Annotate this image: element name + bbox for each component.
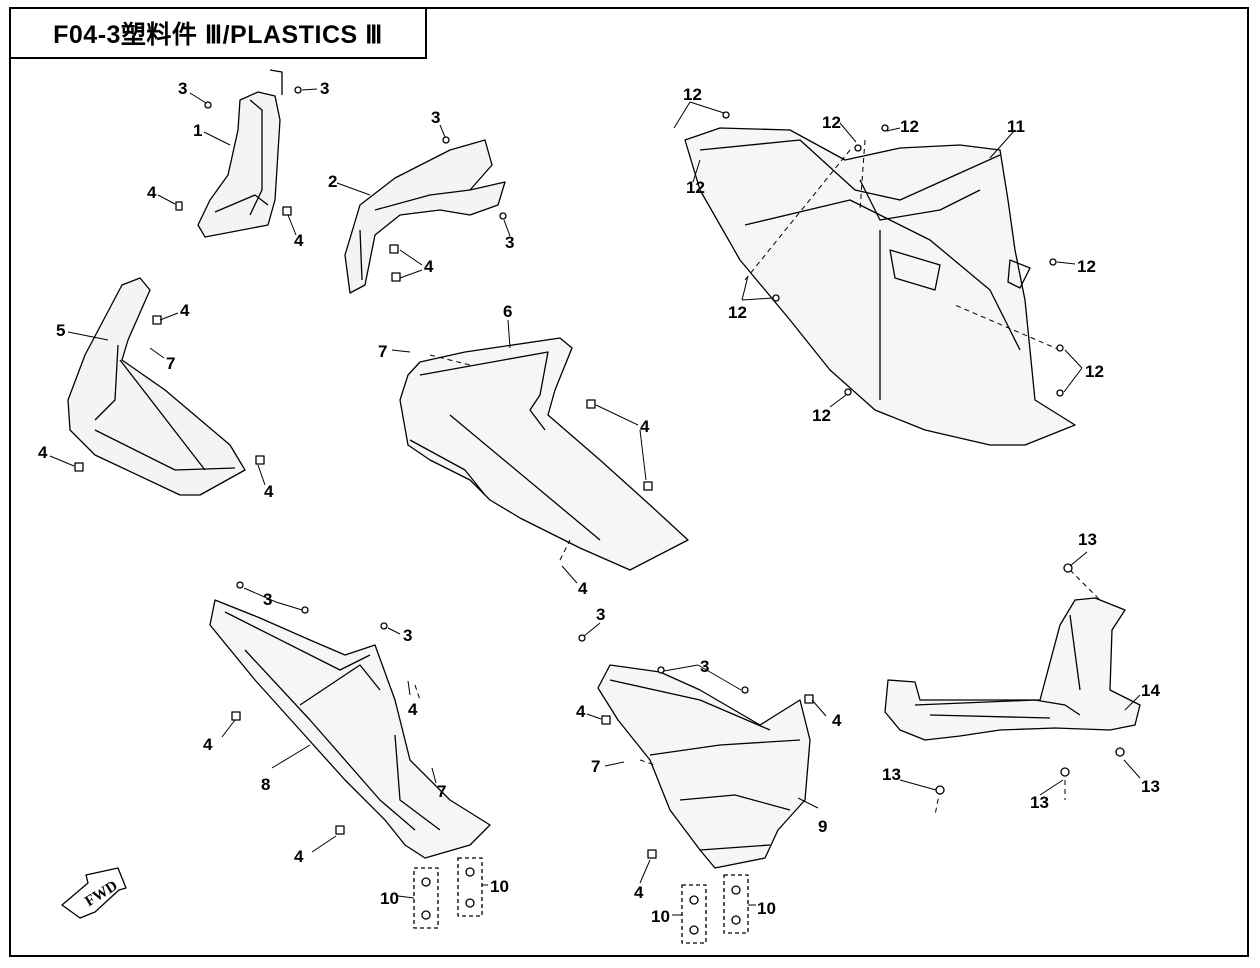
- callout-6: 6: [503, 302, 512, 321]
- callout-7: 7: [378, 342, 387, 361]
- callout-5: 5: [56, 321, 65, 340]
- callout-12: 12: [1085, 362, 1104, 381]
- part-1-panel: [197, 69, 283, 238]
- part-9-panel: [597, 664, 811, 869]
- callout-4: 4: [294, 231, 304, 250]
- callout-3: 3: [263, 590, 272, 609]
- fastener-box-10d: [723, 874, 749, 934]
- callout-1: 1: [193, 121, 202, 140]
- callout-2: 2: [328, 172, 337, 191]
- part-14-panel: [884, 597, 1141, 741]
- callout-7: 7: [166, 354, 175, 373]
- part-2-panel: [344, 139, 506, 294]
- callout-12: 12: [900, 117, 919, 136]
- callout-13: 13: [1078, 530, 1097, 549]
- callout-10: 10: [490, 877, 509, 896]
- diagram-title: F04-3塑料件 Ⅲ/PLASTICS Ⅲ: [53, 21, 383, 49]
- callout-7: 7: [591, 757, 600, 776]
- callout-4: 4: [38, 443, 48, 462]
- callout-4: 4: [634, 883, 644, 902]
- callout-3: 3: [505, 233, 514, 252]
- callout-4: 4: [180, 301, 190, 320]
- callout-4: 4: [576, 702, 586, 721]
- callout-3: 3: [178, 79, 187, 98]
- part-5-panel: [67, 277, 246, 496]
- callout-3: 3: [403, 626, 412, 645]
- callout-12: 12: [728, 303, 747, 322]
- fwd-arrow-icon: [61, 867, 127, 919]
- callout-4: 4: [832, 711, 842, 730]
- diagram-border: [9, 7, 1249, 957]
- part-11-panel: [684, 127, 1076, 446]
- callout-10: 10: [651, 907, 670, 926]
- fastener-box-10c: [681, 884, 707, 944]
- callout-3: 3: [596, 605, 605, 624]
- fastener-box-10b: [457, 857, 483, 917]
- title-box: F04-3塑料件 Ⅲ/PLASTICS Ⅲ: [9, 7, 427, 59]
- callout-9: 9: [818, 817, 827, 836]
- callout-12: 12: [683, 85, 702, 104]
- callout-8: 8: [261, 775, 270, 794]
- callout-13: 13: [1030, 793, 1049, 812]
- callout-14: 14: [1141, 681, 1160, 700]
- callout-13: 13: [1141, 777, 1160, 796]
- callout-4: 4: [408, 700, 418, 719]
- callout-4: 4: [147, 183, 157, 202]
- callout-10: 10: [380, 889, 399, 908]
- part-8-panel: [209, 599, 491, 859]
- callout-11: 11: [1007, 117, 1025, 136]
- leader-lines: [49, 88, 1141, 916]
- callout-12: 12: [686, 178, 705, 197]
- callout-3: 3: [700, 657, 709, 676]
- callout-7: 7: [437, 782, 446, 801]
- callout-4: 4: [424, 257, 434, 276]
- callout-12: 12: [1077, 257, 1096, 276]
- callout-4: 4: [203, 735, 213, 754]
- callout-4: 4: [264, 482, 274, 501]
- callout-10: 10: [757, 899, 776, 918]
- callout-12: 12: [812, 406, 831, 425]
- callout-3: 3: [320, 79, 329, 98]
- callout-12: 12: [822, 113, 841, 132]
- callout-4: 4: [640, 417, 650, 436]
- callout-3: 3: [431, 108, 440, 127]
- part-6-panel: [399, 337, 689, 571]
- callout-4: 4: [578, 579, 588, 598]
- callout-13: 13: [882, 765, 901, 784]
- callout-4: 4: [294, 847, 304, 866]
